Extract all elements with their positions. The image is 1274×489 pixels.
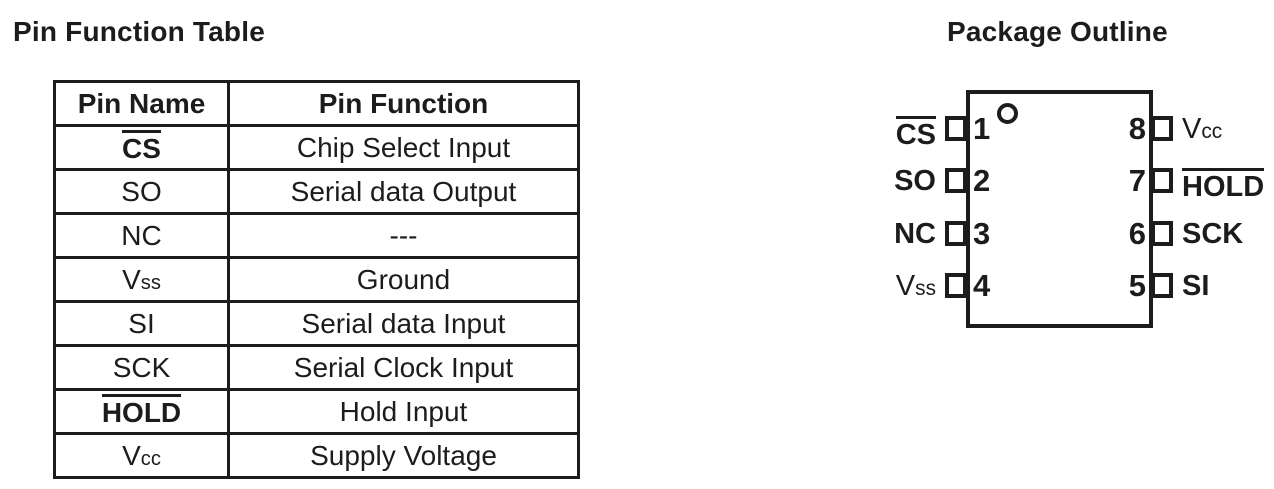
table-row-so: SO Serial data Output — [53, 168, 580, 215]
pin-name-cell: Vss — [53, 256, 230, 303]
column-header-pin-function: Pin Function — [227, 80, 580, 127]
pin-name-cell: SO — [53, 168, 230, 215]
pin-number-6: 6 — [1128, 216, 1146, 251]
pin-number-5: 5 — [1128, 268, 1146, 303]
table-header-row: Pin Name Pin Function — [53, 80, 580, 127]
pin-name-cell: SI — [53, 300, 230, 347]
pin-square-8 — [1151, 116, 1173, 141]
pin-square-7 — [1151, 168, 1173, 193]
pin-square-5 — [1151, 273, 1173, 298]
pin-square-1 — [945, 116, 967, 141]
pin-function-cell: Serial data Input — [227, 300, 580, 347]
chip-body — [966, 90, 1153, 328]
pin-number-7: 7 — [1128, 163, 1146, 198]
table-row-cs: CS Chip Select Input — [53, 124, 580, 171]
pin1-indicator-icon — [997, 103, 1018, 124]
pin-function-cell: Supply Voltage — [227, 432, 580, 479]
column-header-pin-name: Pin Name — [53, 80, 230, 127]
package-outline-title: Package Outline — [947, 16, 1168, 47]
pin-number-1: 1 — [973, 111, 991, 146]
pin-function-table-title: Pin Function Table — [13, 16, 265, 47]
pin-function-cell: Chip Select Input — [227, 124, 580, 171]
pin-name-cell: Vcc — [53, 432, 230, 479]
table-row-hold: HOLD Hold Input — [53, 388, 580, 435]
pin-number-2: 2 — [973, 163, 991, 198]
pin-function-cell: --- — [227, 212, 580, 259]
pin-name-cell: NC — [53, 212, 230, 259]
pin-name-cell: SCK — [53, 344, 230, 391]
pin-square-2 — [945, 168, 967, 193]
pin-label-so: SO — [894, 165, 936, 197]
pin-label-vcc: Vcc — [1182, 113, 1223, 145]
pin-label-sck: SCK — [1182, 218, 1244, 250]
table-row-si: SI Serial data Input — [53, 300, 580, 347]
pin-label-si: SI — [1182, 270, 1210, 302]
table-row-sck: SCK Serial Clock Input — [53, 344, 580, 391]
pin-function-cell: Ground — [227, 256, 580, 303]
pin-number-8: 8 — [1128, 111, 1146, 146]
pin-function-cell: Serial Clock Input — [227, 344, 580, 391]
pin-label-hold: HOLD — [1182, 168, 1265, 202]
pin-number-4: 4 — [973, 268, 991, 303]
table-row-vcc: Vcc Supply Voltage — [53, 432, 580, 479]
pin-square-3 — [945, 221, 967, 246]
pin-function-table: Pin Name Pin Function CS Chip Select Inp… — [53, 80, 580, 479]
pin-number-3: 3 — [973, 216, 991, 251]
pin-function-cell: Hold Input — [227, 388, 580, 435]
pin-square-4 — [945, 273, 967, 298]
pin-function-cell: Serial data Output — [227, 168, 580, 215]
pin-square-6 — [1151, 221, 1173, 246]
pin-label-vss: Vss — [895, 270, 936, 302]
pin-name-cell: CS — [53, 124, 230, 171]
pin-label-cs: CS — [790, 116, 936, 150]
pin-label-nc: NC — [894, 218, 936, 250]
table-row-vss: Vss Ground — [53, 256, 580, 303]
pin-name-cell: HOLD — [53, 388, 230, 435]
table-row-nc: NC --- — [53, 212, 580, 259]
